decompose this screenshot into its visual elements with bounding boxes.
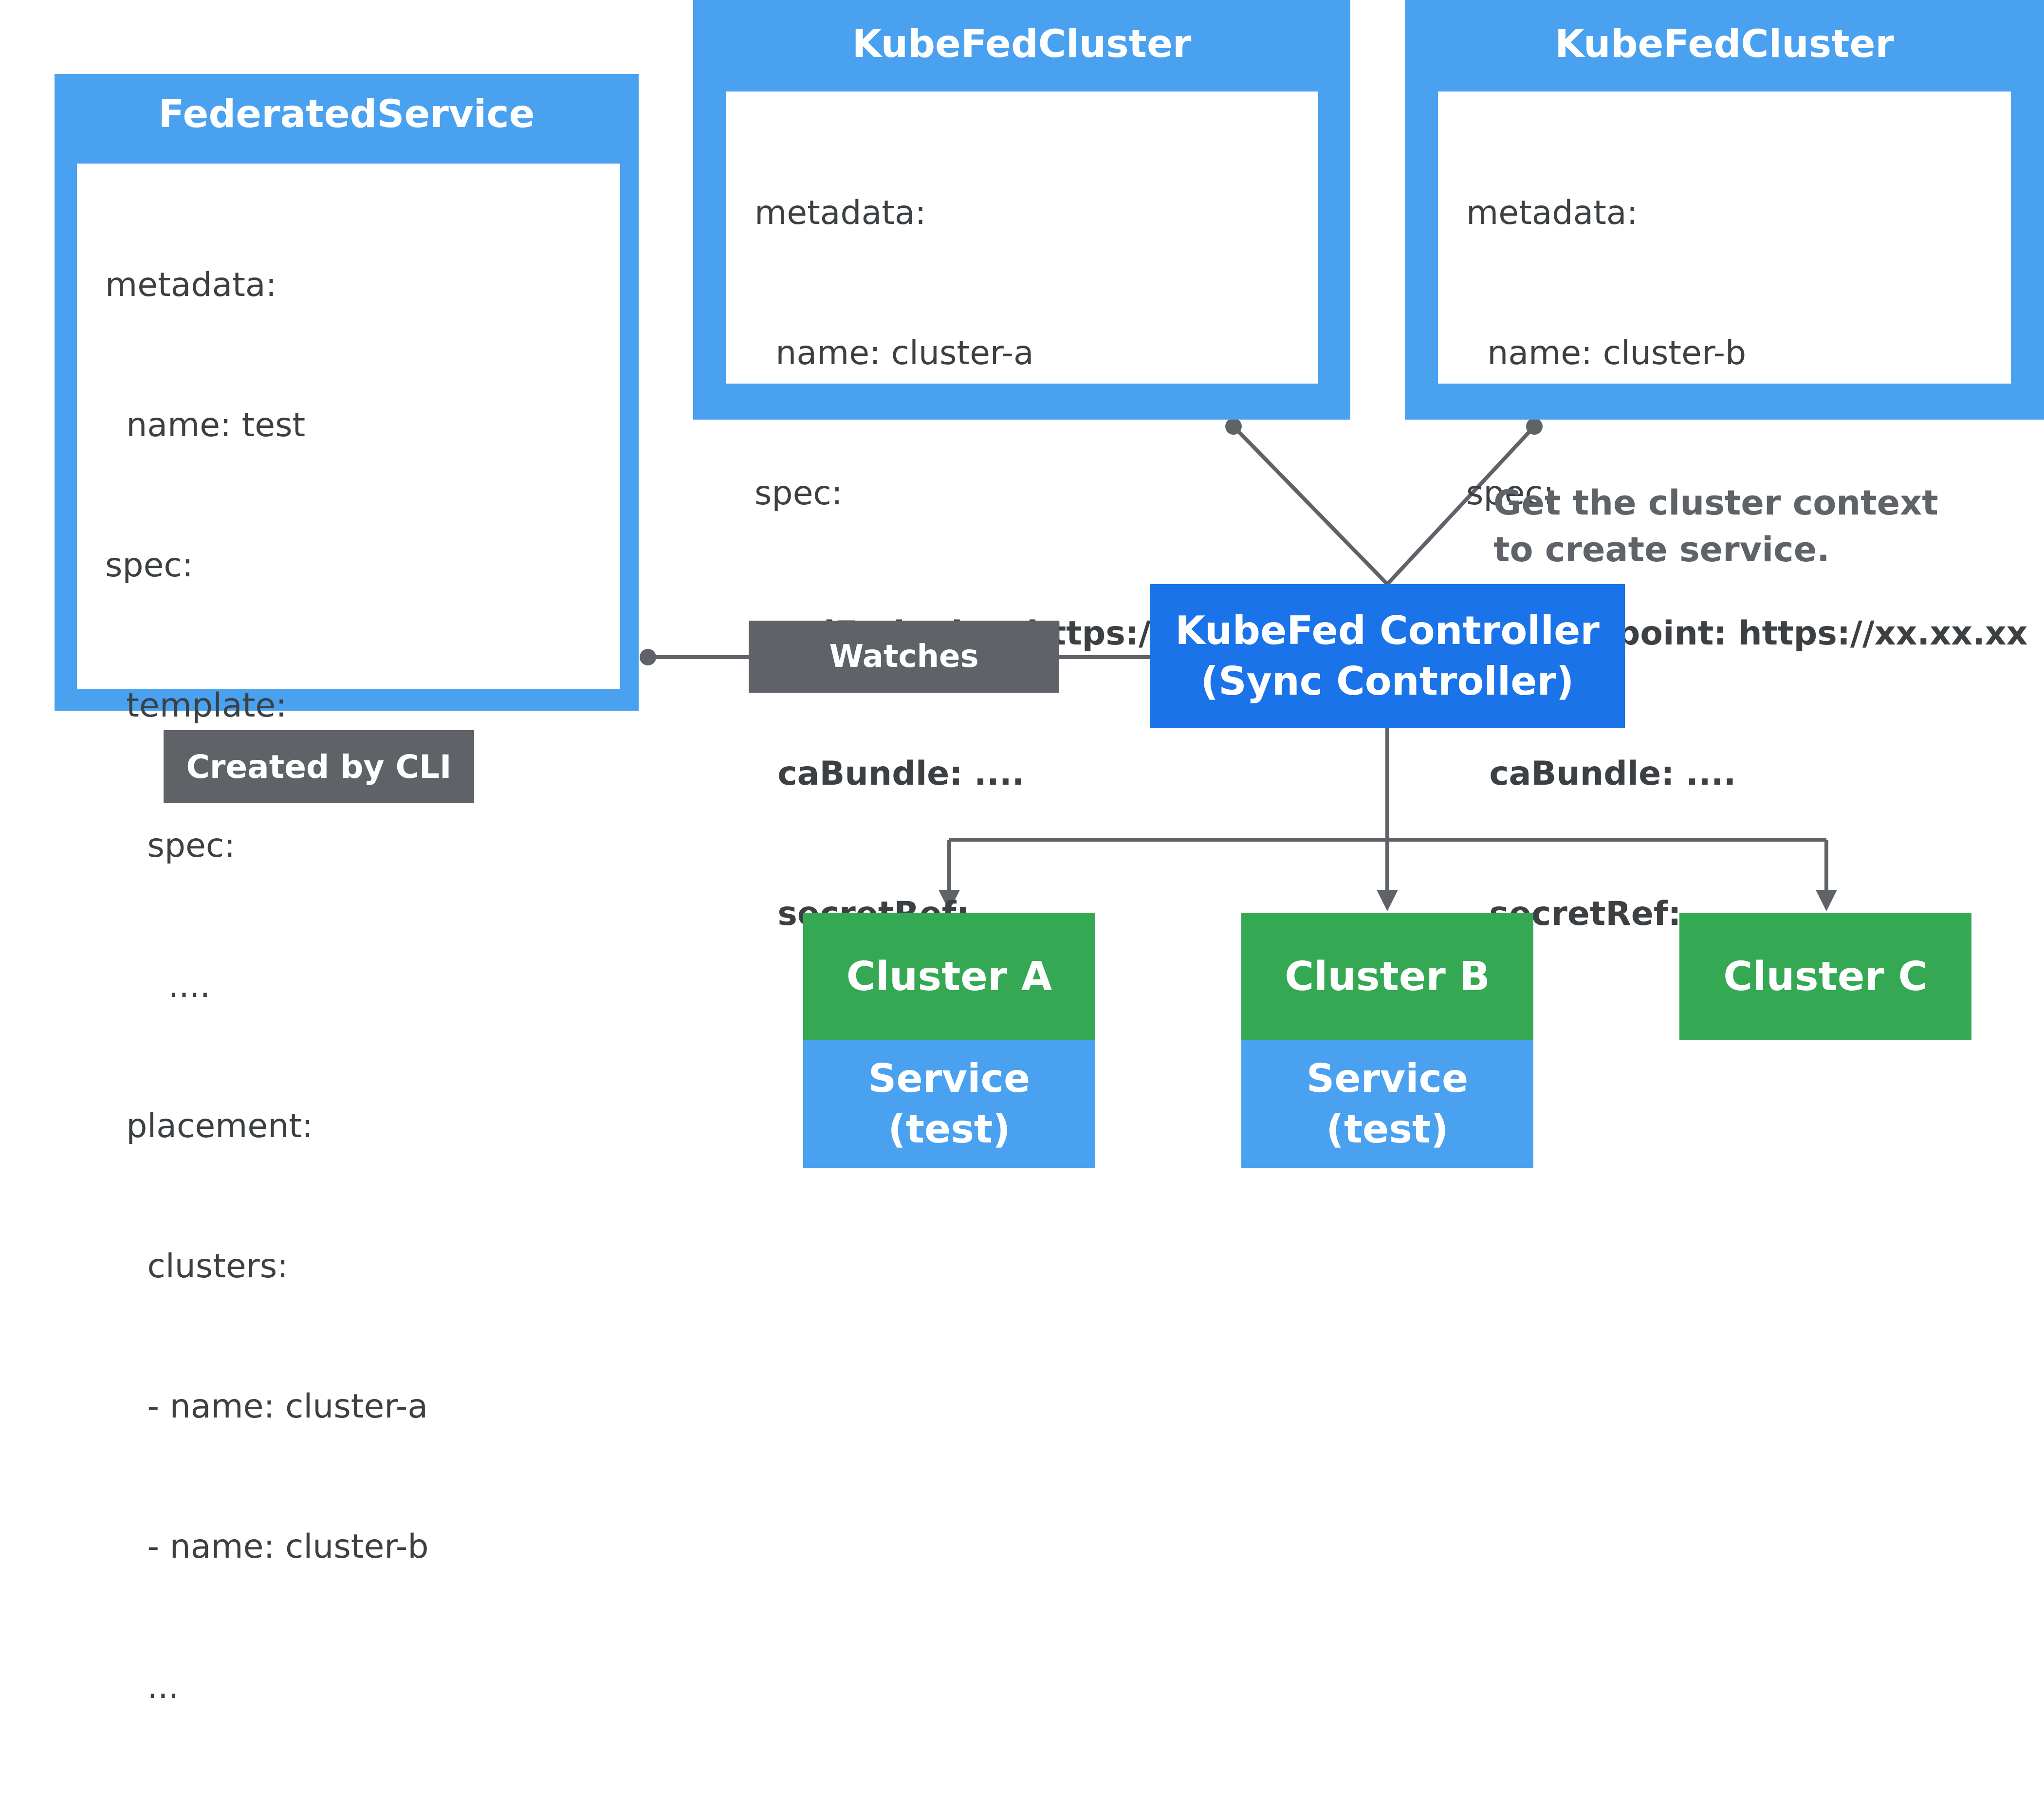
yaml-line: metadata: [755,194,926,232]
yaml-line: name: test [105,406,306,444]
kubefed-cluster-a-body: metadata: name: cluster-a spec: apiEndpo… [726,92,1318,933]
kubefed-controller-box: KubeFed Controller (Sync Controller) [1150,584,1625,728]
controller-subtitle: (Sync Controller) [1200,659,1574,704]
kubefed-cluster-a-title: KubeFedCluster [852,22,1192,66]
created-by-cli-label: Created by CLI [164,730,474,803]
yaml-line: placement: [105,1107,313,1145]
kubefed-cluster-b-card: KubeFedCluster metadata: name: cluster-b… [1405,0,2044,933]
controller-to-cluster-b-line [1386,425,1536,586]
yaml-line-bold: caBundle: .... [1466,755,1736,793]
yaml-line: spec: [755,474,843,513]
arrowhead-cluster-a [939,890,960,911]
federated-service-body: metadata: name: test spec: template: spe… [77,164,620,1706]
cluster-context-note: Get the cluster context to create servic… [1493,479,1938,573]
yaml-line: spec: [105,546,193,585]
yaml-line: ... [105,1668,179,1706]
federated-service-yaml: metadata: name: test spec: template: spe… [105,168,429,1804]
yaml-line: metadata: [1466,194,1638,232]
cluster-a-box: Cluster A [803,913,1095,1040]
service-label: Service [1306,1056,1469,1101]
cluster-b-box: Cluster B [1241,913,1533,1040]
kubefed-cluster-a-card: KubeFedCluster metadata: name: cluster-a… [693,0,1350,933]
kubefed-cluster-b-body: metadata: name: cluster-b spec: apiEndpo… [1438,92,2028,933]
cluster-b-service-box: Service (test) [1241,1040,1533,1168]
connector-lines [640,418,1837,911]
service-label: Service [868,1056,1031,1101]
yaml-line: .... [105,967,211,1005]
kubefed-cluster-b-title: KubeFedCluster [1555,22,1894,66]
yaml-line: name: cluster-a [755,334,1034,372]
yaml-line: metadata: [105,266,277,304]
yaml-line: spec: [1466,474,1554,513]
cluster-c-box: Cluster C [1679,913,1971,1040]
yaml-line: spec: [105,827,236,865]
controller-to-cluster-a-line [1232,425,1389,586]
yaml-line: clusters: [105,1247,289,1286]
yaml-line: template: [105,686,287,725]
watches-label: Watches [749,621,1059,693]
yaml-line: - name: cluster-b [105,1528,429,1566]
kubefed-cluster-a-yaml: metadata: name: cluster-a spec: apiEndpo… [755,96,1316,1031]
yaml-line-bold: caBundle: .... [755,755,1025,793]
controller-title: KubeFed Controller [1175,608,1600,653]
cluster-a-service-box: Service (test) [803,1040,1095,1168]
watches-dot [640,649,656,665]
service-name: (test) [1326,1106,1449,1152]
arrowhead-cluster-b [1377,890,1398,911]
service-name: (test) [888,1106,1011,1152]
federated-service-card: FederatedService metadata: name: test sp… [55,74,639,1706]
cluster-b-dot [1526,418,1543,435]
note-line: Get the cluster context [1493,483,1938,523]
yaml-line: - name: cluster-a [105,1387,428,1426]
yaml-line: name: cluster-b [1466,334,1747,372]
federated-service-title: FederatedService [158,92,535,136]
note-line: to create service. [1493,530,1830,570]
arrowhead-cluster-c [1816,890,1837,911]
cluster-a-dot [1225,418,1242,435]
